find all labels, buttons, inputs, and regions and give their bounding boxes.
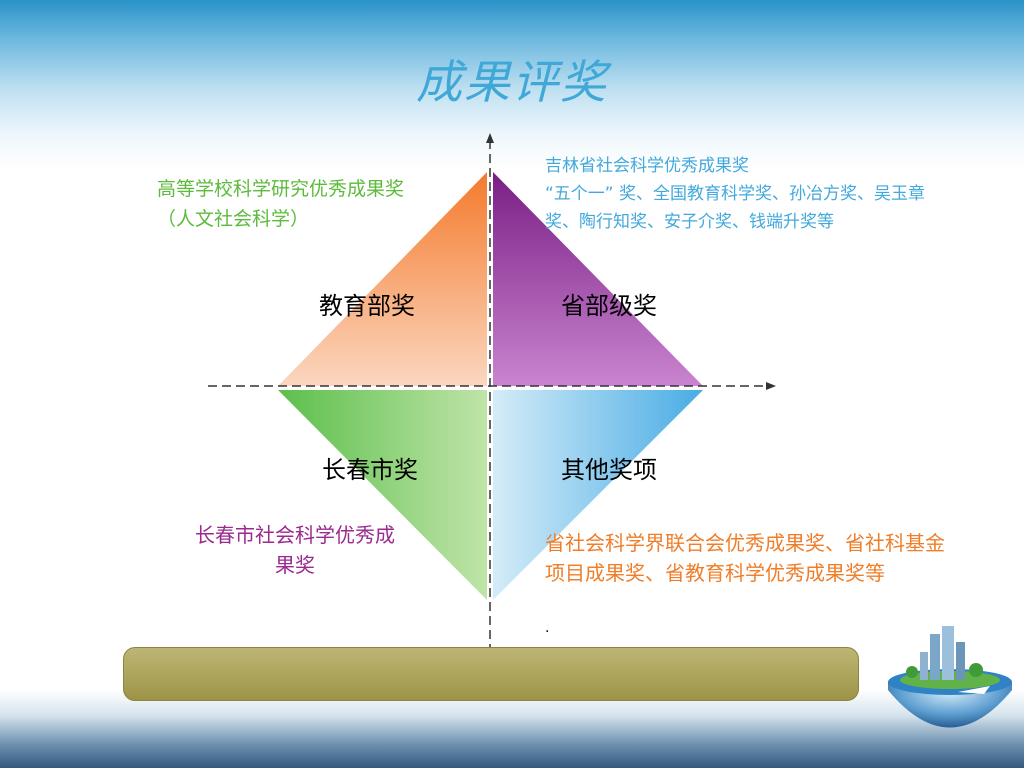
quadrant-top-right-shape	[493, 172, 703, 386]
stray-dot: .	[545, 620, 550, 636]
quadrant-bottom-right-shape	[493, 390, 703, 600]
note-bottom-right: 省社会科学界联合会优秀成果奖、省社科基金项目成果奖、省教育科学优秀成果奖等	[545, 531, 945, 585]
note-top-right-line2: “五个一” 奖、全国教育科学奖、孙冶方奖、吴玉章奖、陶行知奖、安子介奖、钱端升奖…	[545, 184, 926, 232]
globe-city-icon	[888, 626, 1012, 728]
quadrant-bottom-left-shape	[278, 390, 487, 600]
vertical-axis-arrow-icon	[486, 133, 494, 143]
note-top-right: 吉林省社会科学优秀成果奖 “五个一” 奖、全国教育科学奖、孙冶方奖、吴玉章奖、陶…	[545, 152, 930, 236]
label-provincial-award: 省部级奖	[561, 292, 657, 320]
slide-title: 成果评奖	[416, 55, 608, 109]
label-changchun-award: 长春市奖	[322, 456, 418, 484]
horizontal-axis-arrow-icon	[766, 382, 776, 390]
quadrant-top-left-shape	[278, 172, 487, 386]
label-other-awards: 其他奖项	[561, 456, 657, 484]
note-bottom-left: 长春市社会科学优秀成果奖	[195, 523, 395, 577]
label-education-ministry-award: 教育部奖	[319, 292, 415, 320]
footer-bar	[123, 647, 859, 701]
note-top-left: 高等学校科学研究优秀成果奖（人文社会科学）	[157, 178, 405, 230]
note-top-right-line1: 吉林省社会科学优秀成果奖	[545, 156, 749, 176]
